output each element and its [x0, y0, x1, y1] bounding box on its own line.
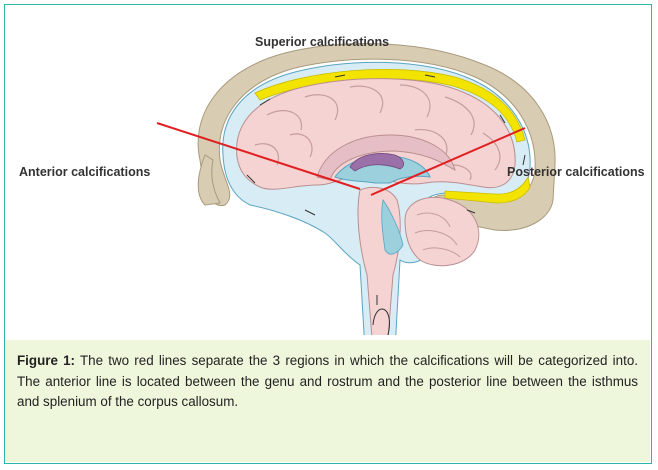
figure-illustration: Superior calcifications Anterior calcifi…	[5, 5, 653, 335]
posterior-calcifications-label: Posterior calcifications	[507, 165, 645, 179]
superior-calcifications-label: Superior calcifications	[255, 35, 389, 49]
figure-caption: Figure 1: The two red lines separate the…	[5, 340, 650, 462]
caption-label: Figure 1:	[17, 353, 75, 368]
figure-frame: Superior calcifications Anterior calcifi…	[4, 4, 652, 464]
caption-text: The two red lines separate the 3 regions…	[17, 353, 638, 409]
anterior-calcifications-label: Anterior calcifications	[19, 165, 150, 179]
